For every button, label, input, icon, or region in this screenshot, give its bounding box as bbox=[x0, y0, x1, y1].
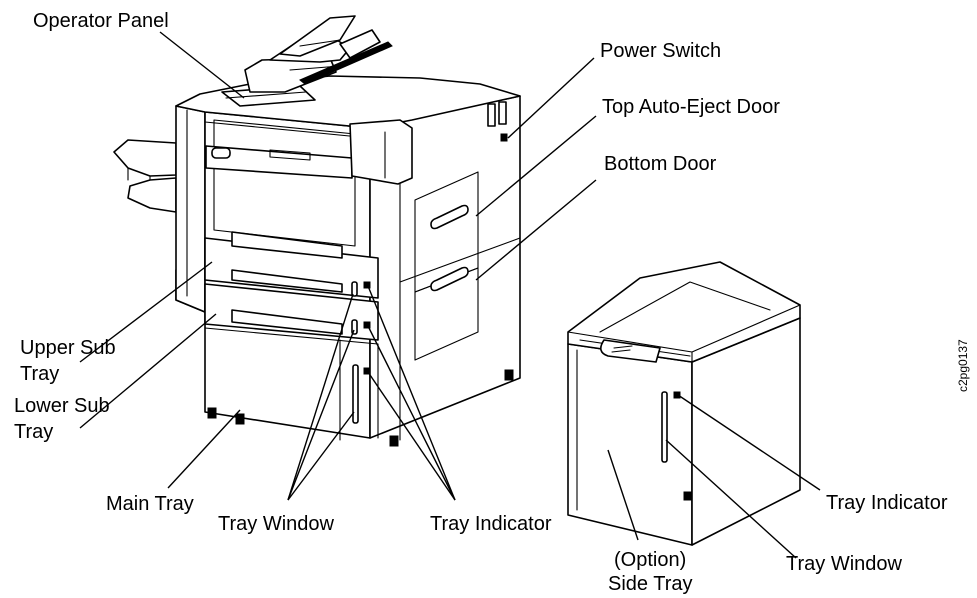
label-upper-sub-tray-line2: Tray bbox=[20, 363, 59, 385]
label-bottom-door: Bottom Door bbox=[604, 153, 717, 175]
side-tray-handle bbox=[600, 339, 661, 363]
main-tray-indicator bbox=[363, 367, 371, 375]
label-main-tray: Main Tray bbox=[106, 493, 194, 515]
caster-front-mid bbox=[235, 413, 245, 425]
label-lower-sub-tray-line2: Tray bbox=[14, 421, 53, 443]
caster-back-right bbox=[504, 369, 514, 381]
document-feeder bbox=[244, 15, 393, 93]
lower-tray-indicator bbox=[363, 321, 371, 329]
side-tray-top bbox=[567, 261, 801, 363]
side-tray-caster bbox=[683, 491, 693, 501]
caster-front-right bbox=[389, 435, 399, 447]
vent-2 bbox=[498, 101, 507, 125]
caster-front-left bbox=[207, 407, 217, 419]
label-power-switch: Power Switch bbox=[600, 40, 721, 62]
side-tray bbox=[567, 261, 801, 546]
vent-1 bbox=[487, 103, 496, 127]
upper-tray-window bbox=[351, 281, 358, 297]
top-door-handle bbox=[430, 204, 469, 230]
label-option-side-tray-line1: (Option) bbox=[614, 549, 686, 571]
label-tray-window-side: Tray Window bbox=[786, 553, 903, 575]
main-tray-window bbox=[352, 364, 359, 424]
label-tray-indicator-side: Tray Indicator bbox=[826, 492, 948, 514]
side-tray-window bbox=[661, 391, 668, 463]
main-tray-shape bbox=[204, 327, 379, 439]
left-side-panel bbox=[175, 105, 206, 313]
label-top-auto-eject-door: Top Auto-Eject Door bbox=[602, 96, 780, 118]
power-switch-icon bbox=[500, 133, 508, 142]
figure-id: c2pg0137 bbox=[956, 339, 970, 392]
leader-lines bbox=[79, 31, 821, 559]
side-tray-indicator bbox=[673, 391, 681, 399]
label-option-side-tray-line2: Side Tray bbox=[608, 573, 692, 595]
label-tray-indicator-main: Tray Indicator bbox=[430, 513, 552, 535]
bottom-door-handle bbox=[430, 266, 469, 292]
label-lower-sub-tray-line1: Lower Sub bbox=[14, 395, 110, 417]
label-tray-window-main: Tray Window bbox=[218, 513, 335, 535]
label-upper-sub-tray-line1: Upper Sub bbox=[20, 337, 116, 359]
label-operator-panel: Operator Panel bbox=[33, 10, 169, 32]
main-printer bbox=[113, 15, 521, 447]
upper-tray-indicator bbox=[363, 281, 371, 289]
front-latch-icon bbox=[211, 147, 231, 159]
